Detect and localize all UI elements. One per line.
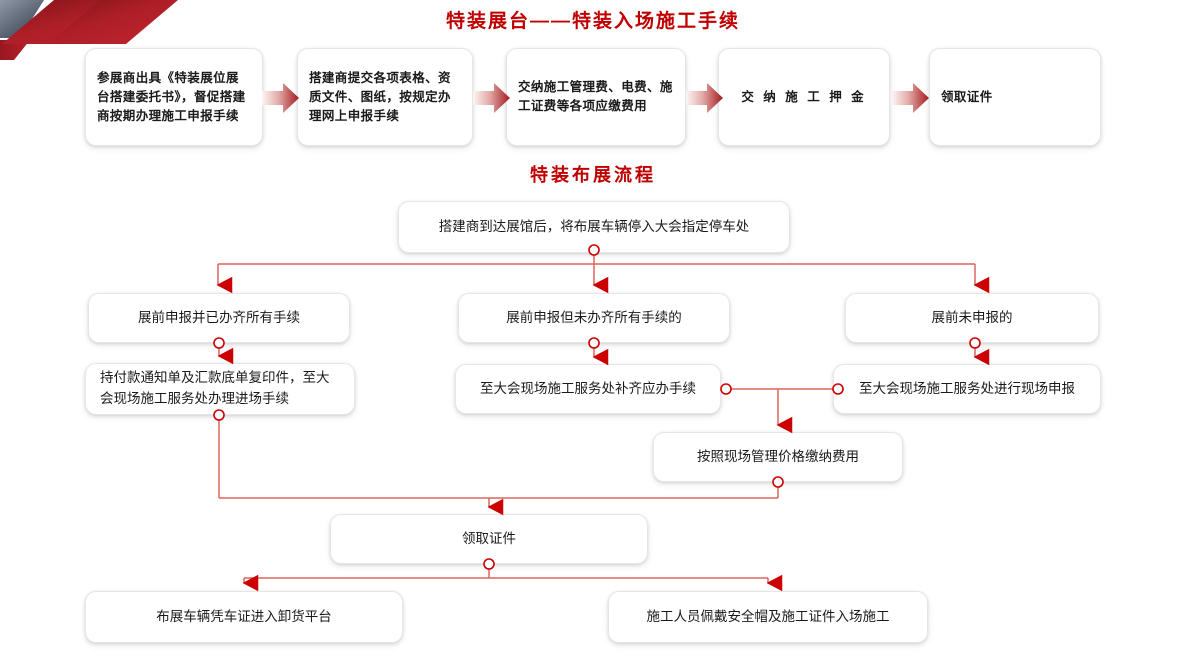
step-box-t3[interactable]: 交纳施工管理费、电费、施工证费等各项应缴费用 [506, 48, 686, 146]
page-title-main: 特装展台——特装入场施工手续 [445, 11, 740, 32]
step-box-t2-label: 搭建商提交各项表格、资质文件、图纸，按规定办理网上申报手续 [309, 70, 451, 123]
flow-box-b8-label: 按照现场管理价格缴纳费用 [697, 448, 859, 464]
edge-b6-b7-merge-b8 [731, 388, 833, 434]
step-box-t2[interactable]: 搭建商提交各项表格、资质文件、图纸，按规定办理网上申报手续 [297, 48, 473, 146]
step-box-t1[interactable]: 参展商出具《特装展位展台搭建委托书》，督促搭建商按期办理施工申报手续 [85, 48, 263, 146]
flow-box-b2-label: 展前申报并已办齐所有手续 [138, 309, 300, 325]
flow-box-b1-label: 搭建商到达展馆后，将布展车辆停入大会指定停车处 [438, 218, 750, 234]
step-box-t3-label: 交纳施工管理费、电费、施工证费等各项应缴费用 [518, 80, 673, 113]
flow-box-b2[interactable]: 展前申报并已办齐所有手续 [88, 293, 350, 343]
gradient-arrow-t4-t5 [892, 83, 929, 113]
flow-box-b1[interactable]: 搭建商到达展馆后，将布展车辆停入大会指定停车处 [398, 201, 790, 253]
flow-box-b10[interactable]: 布展车辆凭车证进入卸货平台 [85, 591, 403, 643]
flow-box-b6[interactable]: 至大会现场施工服务处补齐应办手续 [455, 364, 721, 414]
flow-box-b9[interactable]: 领取证件 [330, 514, 648, 564]
flow-box-b4[interactable]: 展前未申报的 [845, 293, 1099, 343]
flow-box-b7[interactable]: 至大会现场施工服务处进行现场申报 [833, 364, 1101, 414]
flow-box-b5[interactable]: 持付款通知单及汇款底单复印件，至大会现场施工服务处办理进场手续 [85, 363, 355, 415]
flow-box-b11[interactable]: 施工人员佩戴安全帽及施工证件入场施工 [608, 591, 928, 643]
step-box-t1-label: 参展商出具《特装展位展台搭建委托书》，督促搭建商按期办理施工申报手续 [97, 70, 246, 123]
edge-b9-split [242, 568, 783, 592]
connector-origin-b6-right [720, 383, 732, 395]
deco-red-small-parallelogram [0, 40, 30, 60]
flow-box-b10-label: 布展车辆凭车证进入卸货平台 [156, 608, 332, 624]
step-box-t5-label: 领取证件 [941, 89, 993, 104]
flow-box-b11-label: 施工人员佩戴安全帽及施工证件入场施工 [646, 608, 890, 624]
flow-box-b3-label: 展前申报但未办齐所有手续的 [506, 309, 682, 325]
flow-box-b5-label: 持付款通知单及汇款底单复印件，至大会现场施工服务处办理进场手续 [100, 370, 330, 406]
flow-box-b3[interactable]: 展前申报但未办齐所有手续的 [458, 293, 730, 343]
flow-box-b8[interactable]: 按照现场管理价格缴纳费用 [653, 432, 903, 482]
gradient-arrow-t1-t2 [262, 83, 299, 113]
flow-box-b6-label: 至大会现场施工服务处补齐应办手续 [480, 380, 696, 396]
flow-box-b9-label: 领取证件 [462, 530, 516, 546]
step-box-t5[interactable]: 领取证件 [929, 48, 1101, 146]
edge-b1-split [216, 253, 990, 294]
flow-box-b4-label: 展前未申报的 [931, 309, 1013, 325]
step-box-t4[interactable]: 交 纳 施 工 押 金 [718, 48, 890, 146]
page-title-sub: 特装布展流程 [530, 165, 656, 185]
step-box-t4-label: 交 纳 施 工 押 金 [741, 89, 867, 104]
flow-box-b7-label: 至大会现场施工服务处进行现场申报 [859, 380, 1075, 396]
